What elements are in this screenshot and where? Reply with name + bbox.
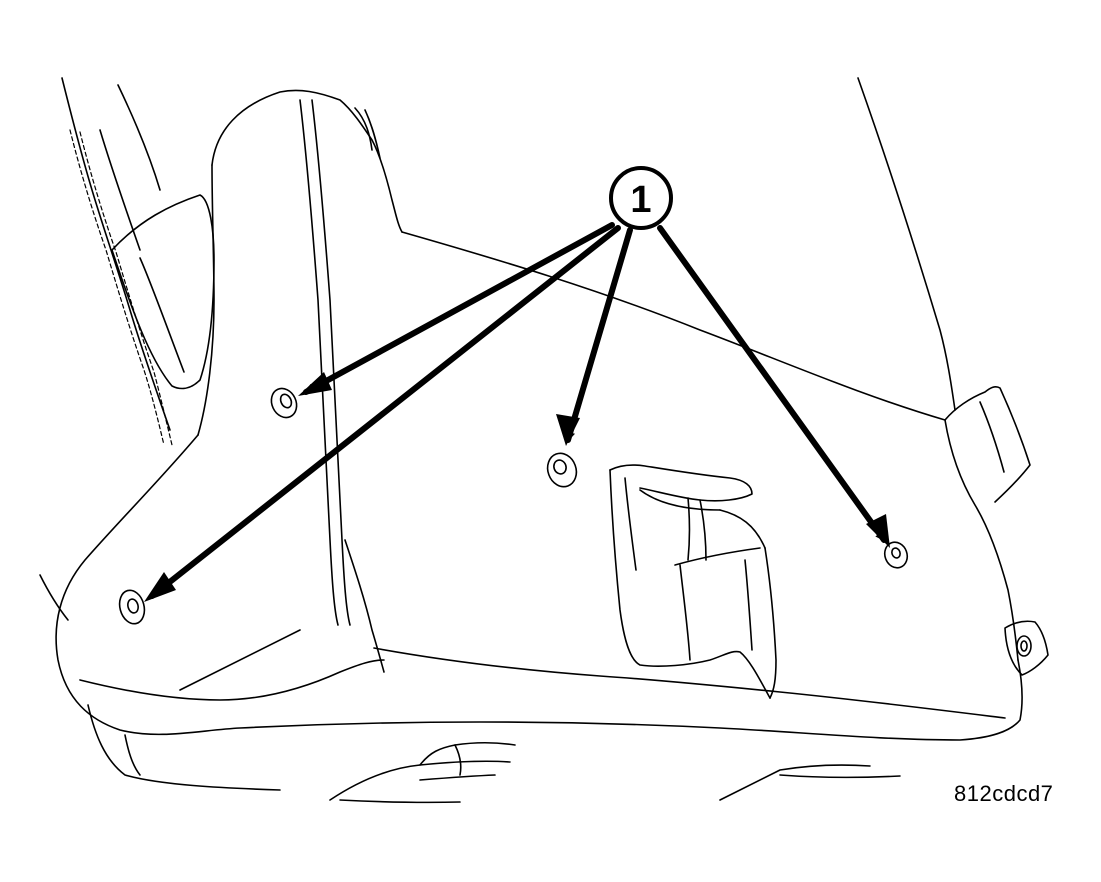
side-shield-body: [55, 231, 1023, 741]
leader-arrow: [149, 225, 621, 599]
armrest-bolster: [111, 194, 215, 390]
seat-track-frame: [39, 574, 901, 804]
fastener-hole-icon: [270, 387, 298, 419]
arrowhead-icon: [556, 414, 580, 446]
callout-number: 1: [630, 179, 651, 221]
side-tab: [944, 385, 1049, 676]
fastener-hole-icon: [1016, 635, 1032, 657]
seat-adjuster-pocket: [609, 464, 777, 699]
fastener-hole-icon: [883, 541, 909, 569]
figure-id: 812cdcd7: [954, 781, 1054, 806]
callout-bubble: 1: [609, 166, 673, 230]
seat-back-outline: [61, 77, 956, 431]
arrowhead-icon: [298, 372, 332, 396]
arrowhead-icon: [866, 514, 890, 548]
leader-arrow: [565, 227, 633, 443]
fastener-hole-icon: [118, 589, 146, 625]
leader-arrow: [657, 225, 887, 543]
fastener-hole-icon: [546, 452, 578, 488]
arrowhead-icon: [144, 572, 176, 602]
leader-arrow: [303, 222, 615, 395]
dashed-trim-line: [69, 129, 173, 446]
